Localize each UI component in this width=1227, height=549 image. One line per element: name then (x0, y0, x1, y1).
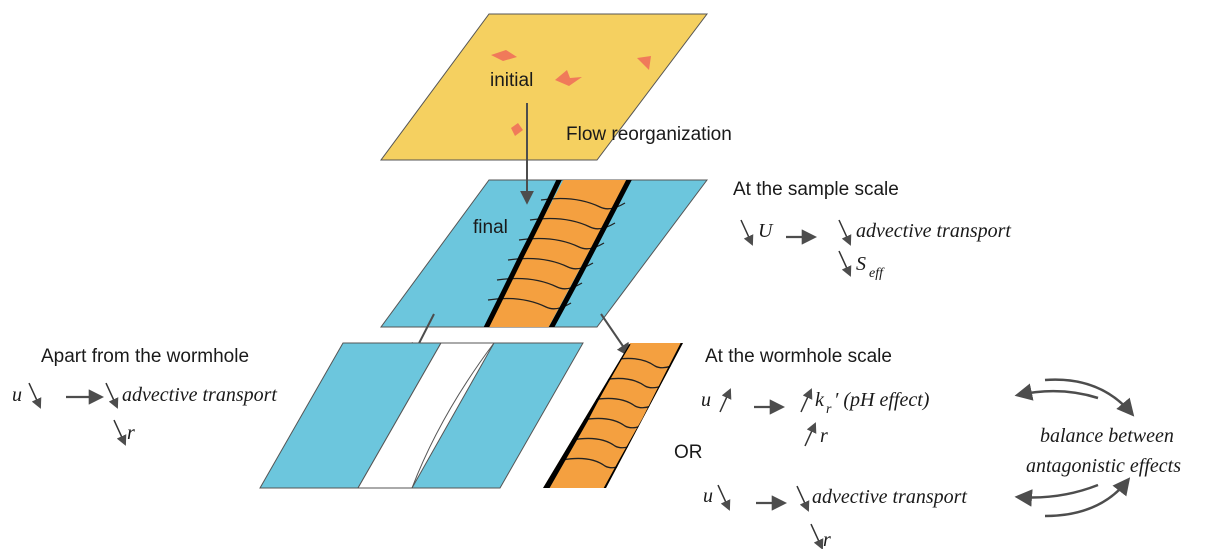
initial-label: initial (490, 70, 533, 91)
down-arrow-S (838, 250, 852, 277)
arrow-to-wormhole (600, 313, 631, 358)
worm-u2: u (703, 485, 713, 507)
initial-plane (380, 13, 709, 161)
down-arrow-u2 (717, 484, 731, 511)
wormhole-scale-title: At the wormhole scale (705, 346, 892, 367)
flow-blob (555, 70, 582, 86)
down-arrow-apart-u (28, 382, 42, 409)
balance-line1: balance between (1040, 425, 1174, 447)
worm-k: k (815, 389, 825, 411)
flow-blob (491, 50, 517, 61)
worm-advective: advective transport (812, 486, 967, 508)
down-arrow-U (740, 219, 754, 246)
sample-advective: advective transport (856, 220, 1011, 242)
worm-k-sub: r (826, 402, 832, 417)
up-arrow-u1 (719, 388, 732, 413)
sample-scale-title: At the sample scale (733, 179, 899, 200)
down-arrow-apart-adv (105, 382, 119, 409)
balance-arrow-bottom-outer (1044, 477, 1131, 518)
wormhole-channel (483, 180, 630, 327)
or-label: OR (674, 442, 703, 463)
balance-arrow-top-inner (1014, 383, 1099, 401)
flow-blob (637, 56, 651, 70)
worm-r1: r (820, 425, 828, 447)
final-label: final (473, 217, 508, 238)
up-arrow-r1 (804, 422, 817, 447)
balance-arrow-bottom-inner (1014, 483, 1099, 507)
down-arrow-advective (838, 219, 852, 246)
worm-u1: u (701, 389, 711, 411)
worm-k-rest: ′ (pH effect) (834, 389, 930, 411)
apart-title: Apart from the wormhole (41, 346, 249, 367)
flow-reorganization-label: Flow reorganization (566, 124, 732, 145)
sample-U: U (758, 220, 774, 242)
up-arrow-k (800, 388, 813, 413)
apart-advective: advective transport (122, 384, 277, 406)
down-arrow-apart-r (113, 419, 127, 446)
down-arrow-worm-adv (796, 485, 810, 512)
apart-plane-right (411, 342, 584, 489)
sample-S-sub: eff (869, 266, 885, 281)
sample-S: S (856, 253, 866, 275)
balance-line2: antagonistic effects (1026, 455, 1181, 477)
apart-r: r (127, 422, 135, 444)
balance-arrow-top-outer (1044, 378, 1135, 417)
worm-r2: r (823, 529, 831, 549)
flow-blob (511, 123, 523, 136)
apart-u: u (12, 384, 22, 406)
down-arrow-worm-r2 (810, 523, 824, 549)
